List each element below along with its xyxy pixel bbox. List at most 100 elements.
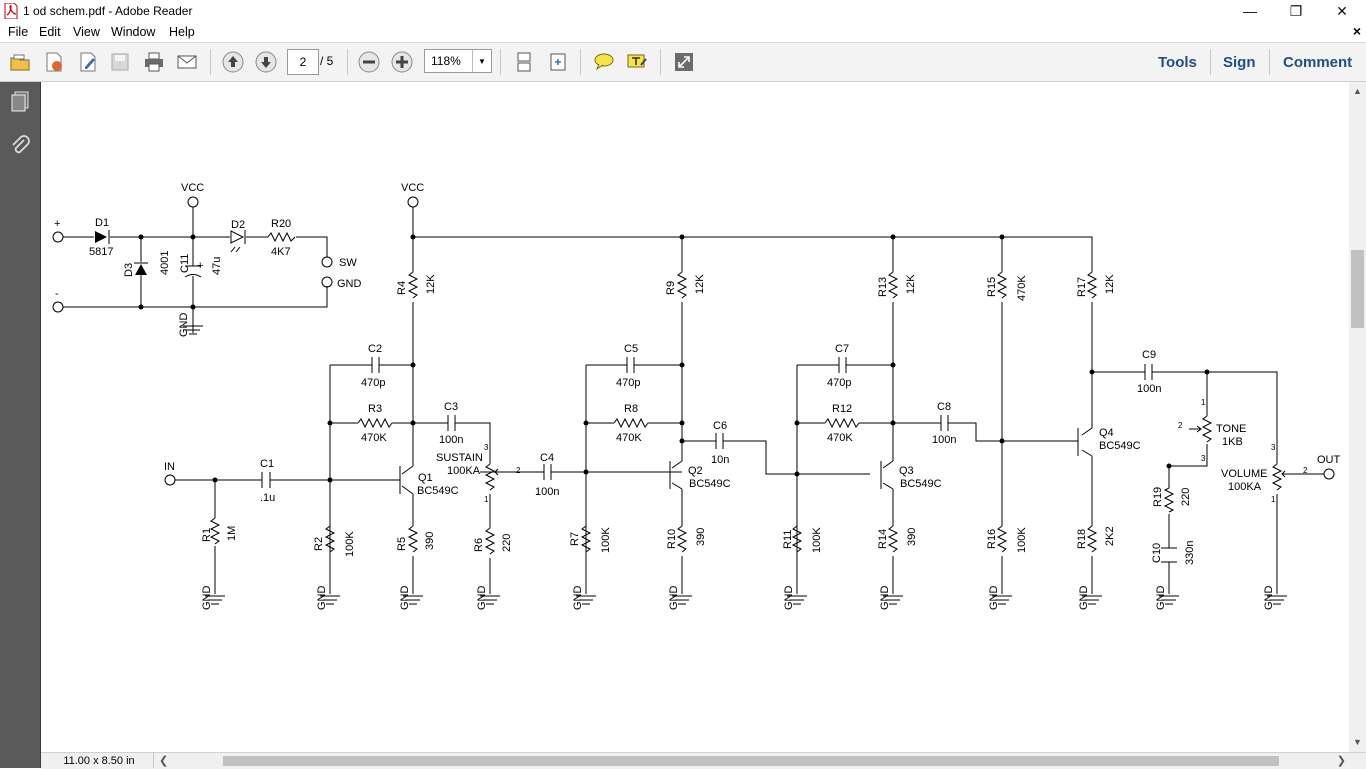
r6-value: 220 bbox=[501, 534, 513, 552]
r8-value: 470K bbox=[616, 432, 642, 444]
scrolling-mode-button[interactable] bbox=[510, 48, 538, 76]
input-jack bbox=[164, 474, 176, 486]
menu-edit[interactable]: Edit bbox=[39, 25, 61, 39]
previous-page-button[interactable] bbox=[219, 48, 247, 76]
gnd-label-power: GND bbox=[178, 313, 190, 338]
open-button[interactable] bbox=[6, 48, 34, 76]
menu-file[interactable]: File bbox=[8, 25, 29, 39]
edit-pdf-button[interactable] bbox=[74, 48, 102, 76]
next-page-button[interactable] bbox=[252, 48, 280, 76]
volume-pin2: 2 bbox=[1303, 466, 1308, 475]
highlight-text-button[interactable] bbox=[623, 48, 651, 76]
scroll-up-icon[interactable]: ▲ bbox=[1353, 86, 1362, 96]
pot-tone bbox=[1201, 415, 1213, 443]
d3-label: D3 bbox=[123, 263, 135, 277]
full-screen-button[interactable] bbox=[670, 48, 698, 76]
gnd-label: GND bbox=[201, 586, 213, 611]
c1-label: C1 bbox=[260, 458, 274, 470]
c3-label: C3 bbox=[444, 401, 458, 413]
save-button[interactable] bbox=[106, 48, 134, 76]
menu-help[interactable]: Help bbox=[169, 25, 195, 39]
r6-label: R6 bbox=[473, 538, 485, 552]
vertical-scroll-thumb[interactable] bbox=[1351, 250, 1364, 328]
menu-view[interactable]: View bbox=[73, 25, 100, 39]
vertical-resistors bbox=[209, 271, 1289, 555]
chevron-down-icon[interactable]: ▼ bbox=[472, 50, 491, 72]
d3-value: 4001 bbox=[159, 251, 171, 275]
tab-tools[interactable]: Tools bbox=[1158, 54, 1197, 71]
scroll-down-icon[interactable]: ▼ bbox=[1353, 737, 1362, 747]
close-document-button[interactable]: × bbox=[1352, 23, 1361, 39]
sustain-label: SUSTAIN bbox=[436, 452, 483, 464]
junction-dots bbox=[212, 234, 1210, 483]
c9-label: C9 bbox=[1142, 349, 1156, 361]
sticky-note-button[interactable] bbox=[590, 48, 618, 76]
page-size: 11.00 x 8.50 in bbox=[45, 753, 154, 768]
capacitor-c8 bbox=[940, 415, 949, 431]
r2-value: 100K bbox=[344, 531, 356, 557]
pot-sustain bbox=[484, 463, 496, 491]
volume-value: 100KA bbox=[1228, 481, 1262, 493]
r11-value: 100K bbox=[811, 527, 823, 553]
toolbar-divider bbox=[660, 49, 661, 75]
restore-button[interactable]: ❐ bbox=[1273, 0, 1319, 22]
menu-window[interactable]: Window bbox=[111, 25, 156, 39]
document-view[interactable]: + - D1 5817 D3 4001 C11 47u + VCC GND D2 bbox=[41, 82, 1349, 752]
print-button[interactable] bbox=[140, 48, 168, 76]
c1-value: .1u bbox=[260, 492, 275, 504]
scroll-page-icon bbox=[517, 52, 531, 72]
resistor-r19 bbox=[1163, 487, 1175, 513]
resistor-r8 bbox=[613, 417, 649, 429]
out-label: OUT bbox=[1317, 454, 1341, 466]
capacitor-c1 bbox=[261, 472, 271, 488]
c5-value: 470p bbox=[616, 377, 640, 389]
vertical-scrollbar[interactable]: ▲ ▼ bbox=[1349, 82, 1366, 752]
resistor-r12 bbox=[824, 417, 860, 429]
zoom-select[interactable]: 118% ▼ bbox=[424, 49, 492, 73]
component-labels: C1 .1u R1 1M R2 100K C2 470p R3 470K R4 … bbox=[201, 274, 1308, 565]
horizontal-scroll-thumb[interactable] bbox=[223, 756, 1279, 766]
page-number-input[interactable] bbox=[287, 49, 319, 75]
close-button[interactable]: ✕ bbox=[1319, 0, 1365, 22]
r4-label: R4 bbox=[396, 281, 408, 295]
create-pdf-button[interactable] bbox=[40, 48, 68, 76]
zoom-out-button[interactable] bbox=[355, 48, 383, 76]
r7-value: 100K bbox=[600, 527, 612, 553]
comment-bubble-icon bbox=[594, 53, 614, 71]
zoom-in-button[interactable] bbox=[388, 48, 416, 76]
capacitor-c2 bbox=[371, 357, 380, 373]
q1-value: BC549C bbox=[417, 485, 459, 497]
pot-volume bbox=[1271, 463, 1283, 491]
resistor-r11 bbox=[791, 525, 803, 553]
page-thumbnails-button[interactable] bbox=[8, 90, 32, 114]
resistor-r10 bbox=[676, 525, 688, 553]
toolbar bbox=[0, 43, 1366, 82]
zoom-value: 118% bbox=[431, 54, 461, 68]
c9-value: 100n bbox=[1137, 383, 1161, 395]
page-total: / 5 bbox=[320, 54, 334, 68]
output-jack bbox=[1323, 468, 1335, 480]
attachments-button[interactable] bbox=[8, 133, 32, 157]
capacitor-c6 bbox=[715, 433, 724, 449]
resistor-r20 bbox=[267, 231, 296, 243]
diode-d1 bbox=[95, 231, 107, 243]
resistor-r14 bbox=[887, 525, 899, 553]
r18-label: R18 bbox=[1076, 529, 1088, 549]
r5-label: R5 bbox=[396, 537, 408, 551]
resistor-r9 bbox=[676, 271, 688, 299]
r12-label: R12 bbox=[832, 403, 852, 415]
scroll-left-icon[interactable]: ❮ bbox=[159, 755, 169, 767]
volume-pin3: 3 bbox=[1271, 443, 1276, 452]
sustain-pin3: 3 bbox=[484, 443, 489, 452]
fit-page-button[interactable] bbox=[544, 48, 572, 76]
c11-label: C11 bbox=[179, 254, 191, 273]
tone-pin2: 2 bbox=[1178, 421, 1183, 430]
scroll-right-icon[interactable]: ❯ bbox=[1336, 755, 1346, 767]
sustain-value: 100KA bbox=[447, 465, 481, 477]
c11-value: 47u bbox=[211, 257, 223, 275]
email-button[interactable] bbox=[173, 48, 201, 76]
minimize-button[interactable]: — bbox=[1227, 0, 1273, 22]
plus-circle-icon bbox=[391, 51, 413, 73]
tab-comment[interactable]: Comment bbox=[1283, 54, 1353, 71]
tab-sign[interactable]: Sign bbox=[1223, 54, 1256, 71]
